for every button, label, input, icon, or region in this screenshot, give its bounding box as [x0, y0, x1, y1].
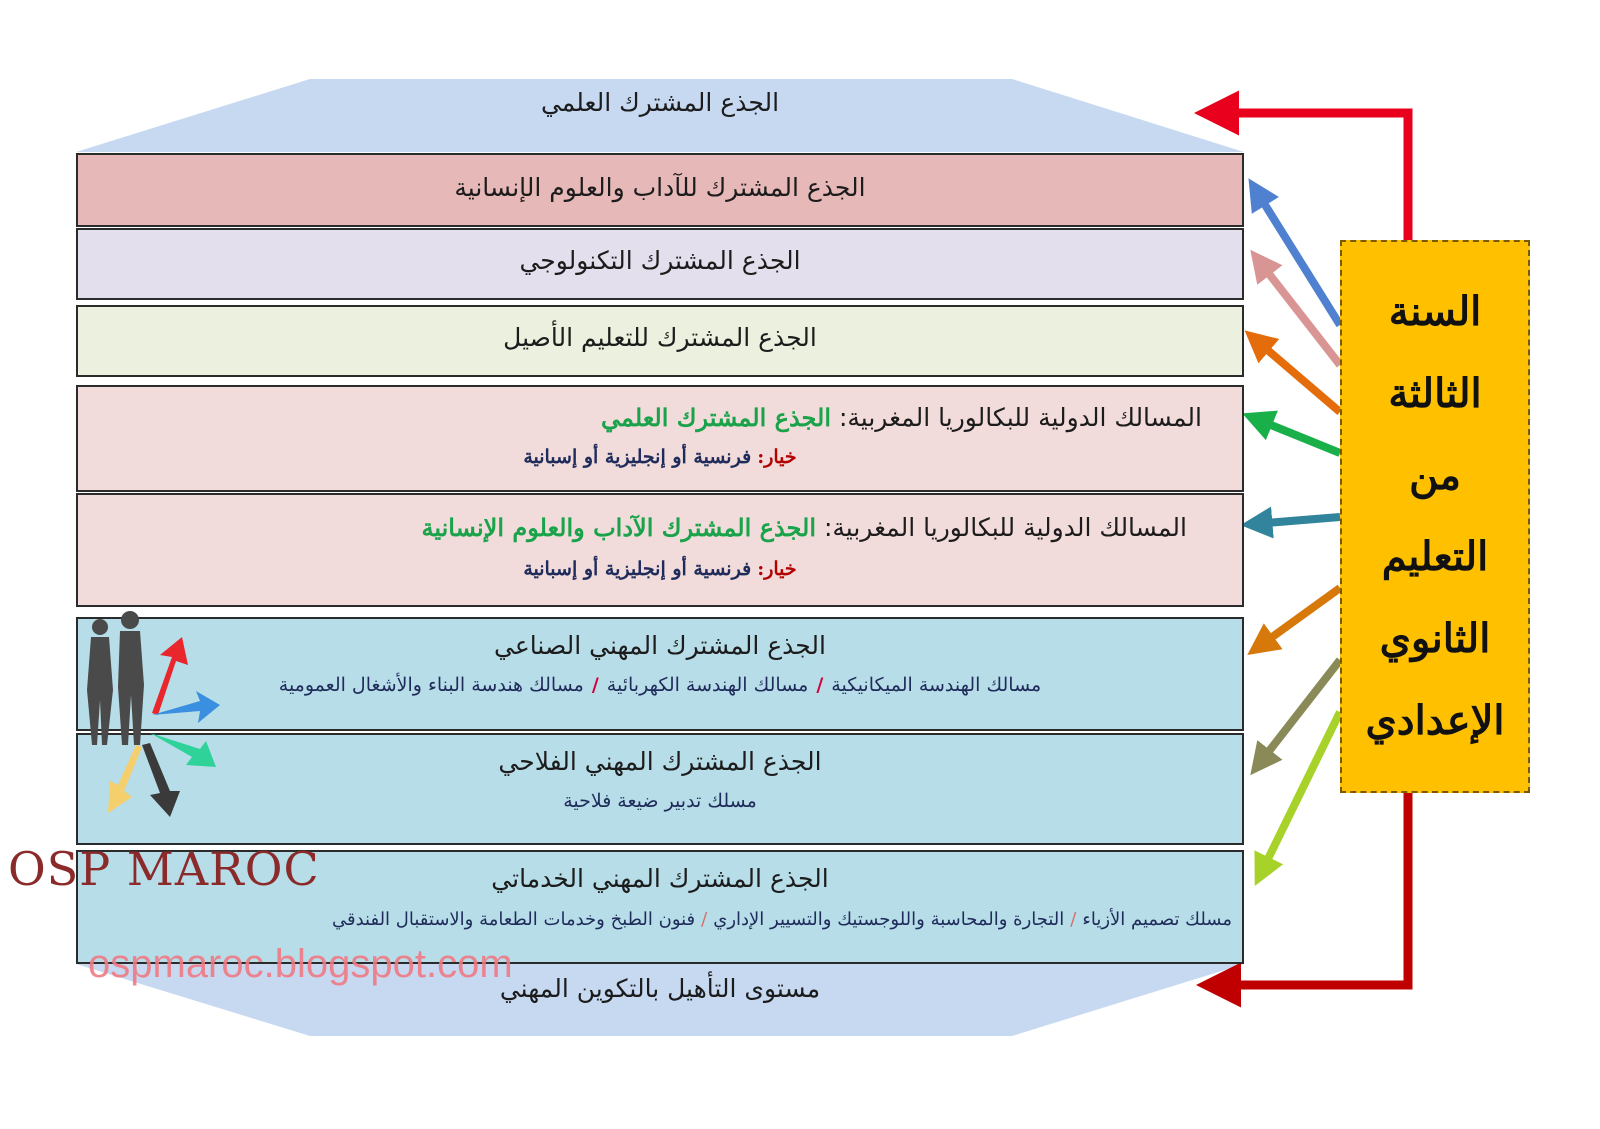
arrow-to-tech — [1250, 249, 1344, 368]
logo-people-arrows-icon — [87, 611, 220, 817]
intl-lit-label: المسالك الدولية للبكالوريا المغربية: — [823, 513, 1187, 542]
industrial-separator-1: / — [816, 674, 824, 696]
top-hexagon — [76, 79, 1244, 152]
row-international-scientific: المسالك الدولية للبكالوريا المغربية: الج… — [76, 385, 1244, 492]
arrow-to-intl-sci — [1242, 410, 1342, 457]
blog-url-link[interactable]: ospmaroc.blogspot.com — [88, 942, 513, 986]
bottom-hexagon-title: مستوى التأهيل بالتكوين المهني — [499, 974, 821, 1003]
intl-sci-highlight: الجذع المشترك العلمي — [601, 403, 832, 432]
arrow-to-services — [1254, 710, 1344, 886]
row-letters-title: الجذع المشترك للآداب والعلوم الإنسانية — [454, 173, 866, 202]
side-box-line-1: السنة — [1388, 287, 1482, 335]
row-original-title: الجذع المشترك للتعليم الأصيل — [503, 323, 817, 352]
row-vocational-services: الجذع المشترك المهني الخدماتي مسلك تصميم… — [76, 850, 1244, 964]
row-industrial-title: الجذع المشترك المهني الصناعي — [494, 631, 826, 660]
services-tracks: مسلك تصميم الأزياء/التجارة والمحاسبة وال… — [78, 893, 1242, 930]
bottom-hexagon — [76, 964, 1244, 1036]
logo-text: OSP MAROC — [8, 842, 320, 896]
row-intl-lit-title: المسالك الدولية للبكالوريا المغربية: الج… — [78, 495, 1242, 542]
intl-sci-choice-label: خيار: — [757, 446, 797, 468]
top-hexagon-title: الجذع المشترك العلمي — [540, 88, 780, 117]
services-separator-2: / — [701, 909, 708, 930]
arrow-to-agri — [1250, 657, 1344, 776]
row-vocational-agricultural: الجذع المشترك المهني الفلاحي مسلك تدبير … — [76, 733, 1244, 845]
red-arrow-top — [1194, 90, 1413, 240]
row-agri-title: الجذع المشترك المهني الفلاحي — [498, 747, 822, 776]
agri-track: مسلك تدبير ضيعة فلاحية — [563, 790, 757, 812]
services-track-fashion: مسلك تصميم الأزياء — [1082, 909, 1232, 930]
row-technological: الجذع المشترك التكنولوجي — [76, 228, 1244, 300]
services-track-culinary: فنون الطبخ وخدمات الطعامة والاستقبال الف… — [331, 909, 696, 930]
arrow-to-intl-lit — [1240, 506, 1341, 539]
intl-sci-label: المسالك الدولية للبكالوريا المغربية: — [838, 403, 1202, 432]
red-arrow-bottom — [1196, 793, 1413, 1008]
row-services-title: الجذع المشترك المهني الخدماتي — [491, 864, 829, 893]
side-box-line-4: التعليم — [1381, 533, 1489, 581]
row-letters-humanities: الجذع المشترك للآداب والعلوم الإنسانية — [76, 153, 1244, 227]
row-tech-title: الجذع المشترك التكنولوجي — [519, 246, 801, 275]
row-intl-sci-title: المسالك الدولية للبكالوريا المغربية: الج… — [78, 387, 1242, 432]
side-box-line-5: الثانوي — [1379, 615, 1491, 663]
industrial-separator-2: / — [591, 674, 599, 696]
side-box-line-3: من — [1409, 451, 1461, 499]
row-international-letters: المسالك الدولية للبكالوريا المغربية: الج… — [76, 493, 1244, 607]
industrial-track-construction: مسالك هندسة البناء والأشغال العمومية — [278, 674, 584, 696]
intl-sci-choice-value: فرنسية أو إنجليزية أو إسبانية — [523, 446, 752, 468]
row-vocational-industrial: الجذع المشترك المهني الصناعي مسالك الهند… — [76, 617, 1244, 731]
side-box-line-6: الإعدادي — [1365, 697, 1505, 745]
row-original-education: الجذع المشترك للتعليم الأصيل — [76, 305, 1244, 377]
arrow-to-industrial — [1247, 584, 1343, 655]
arrow-to-original — [1244, 330, 1343, 416]
industrial-track-mechanical: مسالك الهندسة الميكانيكية — [831, 674, 1042, 696]
services-track-commerce: التجارة والمحاسبة واللوجستيك والتسيير ال… — [713, 909, 1065, 930]
services-separator-1: / — [1070, 909, 1077, 930]
intl-sci-choice: خيار: فرنسية أو إنجليزية أو إسبانية — [78, 432, 1242, 468]
industrial-tracks: مسالك الهندسة الميكانيكية / مسالك الهندسة … — [78, 660, 1242, 696]
industrial-track-electrical: مسالك الهندسة الكهربائية — [606, 674, 809, 696]
arrow-to-letters — [1248, 178, 1344, 328]
side-box-third-year-middle-school: السنة الثالثة من التعليم الثانوي الإعداد… — [1340, 240, 1530, 793]
side-box-line-2: الثالثة — [1388, 369, 1482, 417]
intl-lit-choice: خيار: فرنسية أو إنجليزية أو إسبانية — [78, 542, 1242, 580]
intl-lit-choice-label: خيار: — [757, 558, 797, 580]
intl-lit-choice-value: فرنسية أو إنجليزية أو إسبانية — [523, 558, 752, 580]
intl-lit-highlight: الجذع المشترك الآداب والعلوم الإنسانية — [421, 513, 817, 542]
